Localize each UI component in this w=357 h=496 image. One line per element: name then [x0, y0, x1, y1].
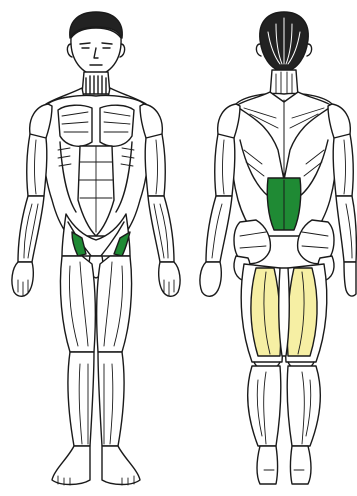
back-hamstring-left: [251, 268, 281, 356]
back-calf-right: [287, 366, 320, 446]
front-upper-arm-left: [27, 134, 47, 196]
front-fingers: [18, 280, 174, 295]
front-head: [67, 12, 124, 76]
front-figure: [12, 12, 180, 485]
front-pectoral-right: [100, 105, 134, 146]
back-calf-left: [248, 366, 281, 446]
back-forearm-left: [206, 196, 232, 262]
back-hand-right: [344, 262, 356, 296]
front-thigh-left: [60, 256, 95, 352]
back-inner-thigh: [279, 268, 290, 356]
front-face: [71, 28, 121, 76]
back-upper-arm-right: [333, 134, 353, 196]
back-upper-arm-left: [215, 134, 235, 196]
back-hand-left: [200, 262, 221, 296]
back-hamstring-right: [287, 268, 317, 356]
front-pectoral-left: [58, 105, 92, 146]
front-thigh-right: [97, 256, 132, 352]
front-upper-arm-right: [145, 134, 165, 196]
back-foot-right: [291, 446, 312, 484]
back-foot-left: [257, 446, 278, 484]
back-neck: [270, 70, 298, 96]
back-figure: [200, 12, 356, 484]
